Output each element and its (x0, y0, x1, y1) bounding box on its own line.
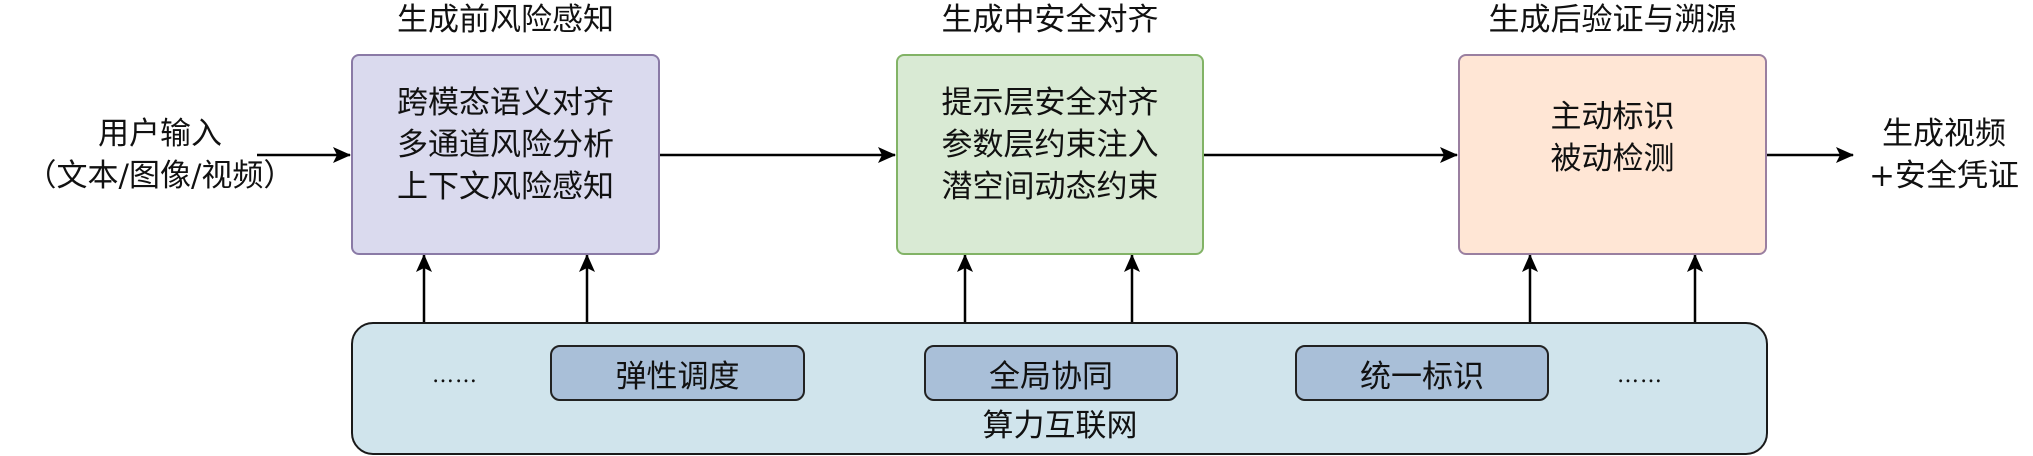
module-label: 全局协同 (989, 358, 1113, 395)
stage-box-post-generation: 主动标识 被动检测 (1458, 54, 1767, 255)
output-label-line1: 生成视频 (1882, 116, 2006, 152)
module-unified-identification: 统一标识 (1295, 345, 1549, 401)
ellipsis-right: …… (1617, 363, 1663, 388)
stage-item: 主动标识 (1550, 98, 1675, 135)
module-global-collaboration: 全局协同 (924, 345, 1178, 401)
input-label-line1: 用户输入 (98, 116, 222, 152)
stage-item: 跨模态语义对齐 (397, 84, 614, 121)
stage-title-mid: 生成中安全对齐 (941, 2, 1159, 38)
network-label: 算力互联网 (982, 408, 1138, 444)
stage-item: 提示层安全对齐 (941, 84, 1159, 121)
stage-box-pre-generation: 跨模态语义对齐 多通道风险分析 上下文风险感知 (351, 54, 660, 255)
stage-box-in-generation: 提示层安全对齐 参数层约束注入 潜空间动态约束 (896, 54, 1204, 255)
output-label-line2: +安全凭证 (1869, 158, 2019, 194)
module-label: 统一标识 (1360, 358, 1484, 395)
output-label: 生成视频 +安全凭证 (1855, 113, 2033, 197)
ellipsis-left: …… (432, 363, 478, 388)
stage-title-pre: 生成前风险感知 (397, 2, 614, 38)
stage-title-post: 生成后验证与溯源 (1488, 2, 1737, 38)
stage-item: 多通道风险分析 (397, 126, 614, 163)
stage-item: 参数层约束注入 (941, 126, 1159, 163)
input-label-line2: （文本/图像/视频） (25, 158, 295, 194)
stage-item: 潜空间动态约束 (941, 168, 1159, 205)
module-label: 弹性调度 (615, 358, 740, 395)
stage-item: 上下文风险感知 (397, 168, 614, 205)
input-label: 用户输入 （文本/图像/视频） (0, 113, 320, 197)
module-elastic-scheduling: 弹性调度 (550, 345, 805, 401)
stage-item: 被动检测 (1550, 140, 1675, 177)
